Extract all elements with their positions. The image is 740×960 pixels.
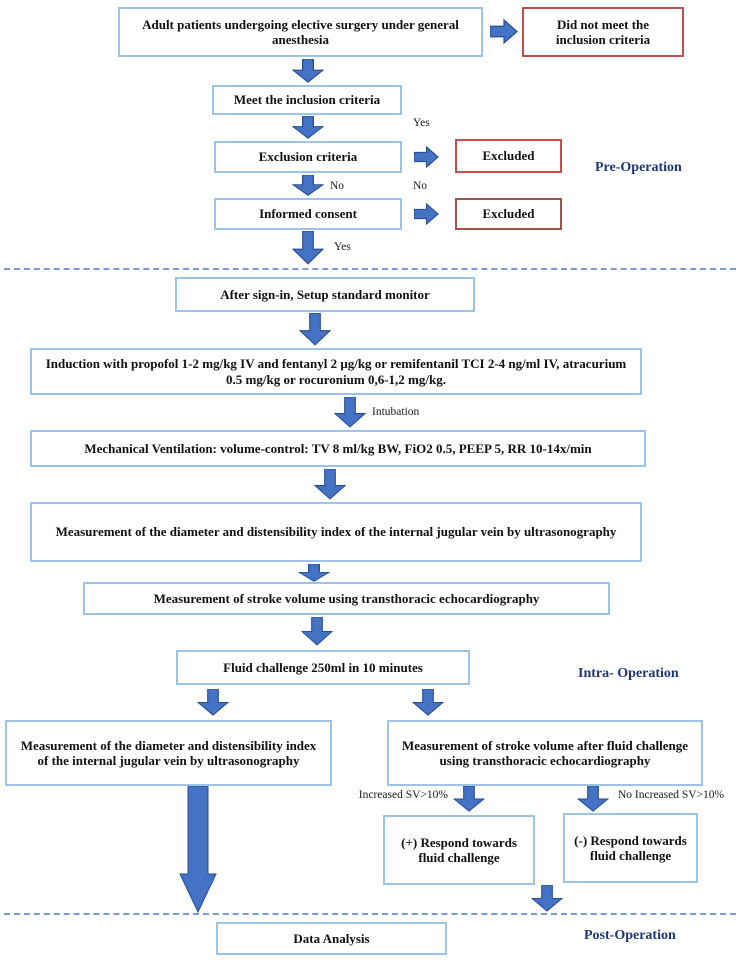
node-induction: Induction with propofol 1-2 mg/kg IV and… <box>30 348 642 395</box>
right-arrow-icon <box>490 19 518 44</box>
down-arrow-icon <box>292 175 324 196</box>
node-ijv-measurement-baseline: Measurement of the diameter and distensi… <box>30 502 642 562</box>
node-fluid-challenge: Fluid challenge 250ml in 10 minutes <box>176 650 470 685</box>
down-arrow-icon <box>292 59 324 83</box>
down-arrow-icon <box>314 469 346 500</box>
edge-label-no: No <box>413 180 428 192</box>
node-negative-responder: (-) Respond towards fluid challenge <box>563 813 698 883</box>
phase-divider-line <box>4 268 736 270</box>
node-data-analysis: Data Analysis <box>216 922 447 955</box>
node-mechanical-ventilation: Mechanical Ventilation: volume-control: … <box>30 430 646 467</box>
section-label-post-operation: Post-Operation <box>584 928 676 943</box>
node-informed-consent: Informed consent <box>214 198 402 230</box>
right-arrow-icon <box>414 203 439 225</box>
node-excluded-2: Excluded <box>455 198 562 230</box>
down-arrow-icon <box>334 397 366 428</box>
node-exclusion-criteria: Exclusion criteria <box>214 141 402 173</box>
down-arrow-icon <box>299 313 331 346</box>
down-arrow-icon <box>412 689 444 716</box>
node-did-not-meet-criteria: Did not meet the inclusion criteria <box>522 7 684 57</box>
down-arrow-icon <box>197 689 229 716</box>
node-excluded-1: Excluded <box>455 139 562 173</box>
right-arrow-icon <box>414 146 439 168</box>
edge-label-no: No <box>330 180 345 192</box>
down-arrow-icon <box>301 617 333 646</box>
down-arrow-icon <box>292 231 324 265</box>
node-adult-patients: Adult patients undergoing elective surge… <box>118 7 483 57</box>
phase-divider-line <box>4 913 736 915</box>
node-meet-inclusion-criteria: Meet the inclusion criteria <box>212 85 402 115</box>
edge-label-yes: Yes <box>334 241 351 253</box>
long-down-arrow-icon <box>179 786 217 913</box>
down-arrow-icon <box>531 885 563 912</box>
node-ijv-measurement-post: Measurement of the diameter and distensi… <box>5 720 332 786</box>
down-arrow-icon <box>577 786 609 812</box>
node-positive-responder: (+) Respond towards fluid challenge <box>383 815 535 885</box>
down-arrow-icon <box>292 116 324 139</box>
section-label-intra-operation: Intra- Operation <box>578 666 679 681</box>
node-signin-monitor: After sign-in, Setup standard monitor <box>175 277 475 312</box>
edge-label-intubation: Intubation <box>372 406 420 418</box>
edge-label-yes: Yes <box>413 117 430 129</box>
section-label-pre-operation: Pre-Operation <box>595 160 682 175</box>
node-stroke-volume-post: Measurement of stroke volume after fluid… <box>387 720 703 786</box>
edge-label-no-increased-sv: No Increased SV>10% <box>618 789 725 801</box>
down-arrow-icon <box>298 564 330 582</box>
node-stroke-volume-baseline: Measurement of stroke volume using trans… <box>83 582 610 615</box>
edge-label-increased-sv: Increased SV>10% <box>358 789 448 801</box>
down-arrow-icon <box>453 786 485 812</box>
